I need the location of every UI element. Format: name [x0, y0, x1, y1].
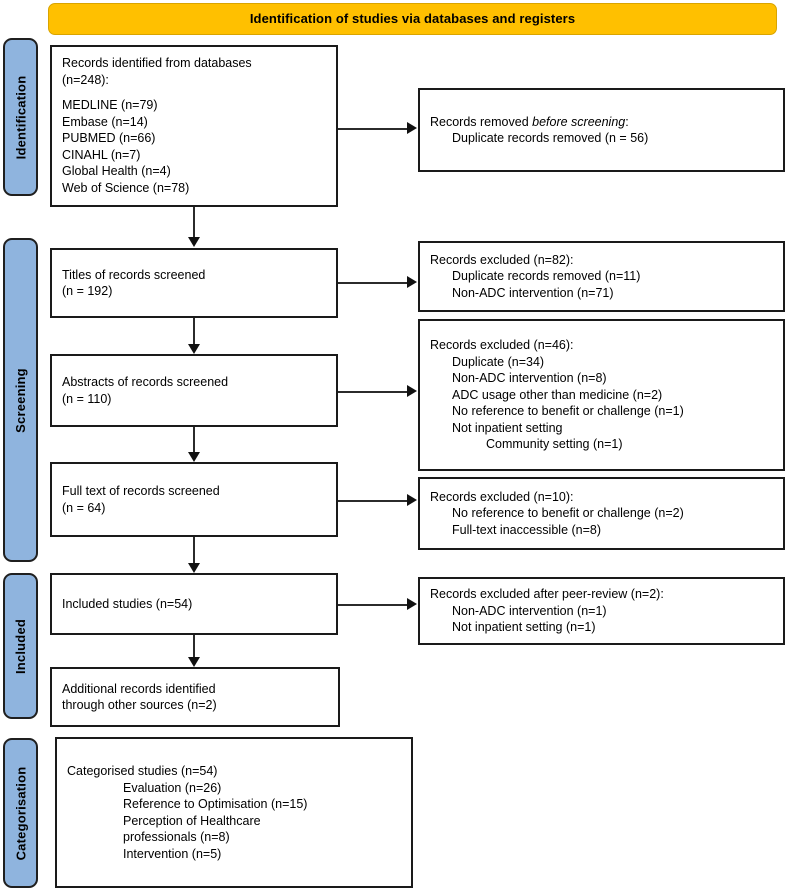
- box-titles-screened: Titles of records screened (n = 192): [50, 248, 338, 318]
- connector-titles-to-excluded: [338, 282, 408, 284]
- abstracts-excluded-item-non-adc: Non-ADC intervention (n=8): [452, 371, 607, 386]
- stage-label-included-text: Included: [13, 618, 28, 674]
- box-categorised-studies: Categorised studies (n=54) Evaluation (n…: [55, 737, 413, 888]
- arrowhead-titles-to-abstracts: [188, 344, 200, 354]
- abstracts-excluded-item-no-reference: No reference to benefit or challenge (n=…: [452, 404, 684, 419]
- records-identified-source-pubmed: PUBMED (n=66): [62, 131, 156, 145]
- box-fulltext-excluded: Records excluded (n=10): No reference to…: [418, 477, 785, 550]
- removed-before-screening-heading-plain: Records removed: [430, 114, 533, 129]
- fulltext-excluded-item-inaccessible: Full-text inaccessible (n=8): [452, 522, 602, 537]
- box-peer-review-excluded: Records excluded after peer-review (n=2)…: [418, 577, 785, 645]
- categorised-studies-item-intervention: Intervention (n=5): [123, 846, 222, 861]
- arrowhead-titles-to-excluded: [407, 276, 417, 288]
- additional-records-line1: Additional records identified: [62, 681, 216, 696]
- diagram-header-title: Identification of studies via databases …: [249, 10, 576, 26]
- titles-screened-line2: (n = 192): [62, 284, 113, 298]
- titles-screened-line1: Titles of records screened: [62, 267, 206, 282]
- arrowhead-included-to-additional: [188, 657, 200, 667]
- box-additional-records: Additional records identified through ot…: [50, 667, 340, 727]
- included-studies-line1: Included studies (n=54): [62, 596, 193, 611]
- categorised-studies-item-perception: Perception of Healthcare: [123, 813, 261, 828]
- records-identified-spacer: [62, 88, 326, 97]
- stage-label-categorisation: Categorisation: [3, 738, 38, 888]
- records-identified-title-line2: (n=248):: [62, 72, 109, 87]
- arrowhead-fulltext-to-excluded: [407, 494, 417, 506]
- peer-review-excluded-heading: Records excluded after peer-review (n=2)…: [430, 587, 664, 602]
- abstracts-excluded-heading: Records excluded (n=46):: [430, 338, 574, 353]
- arrowhead-included-to-peer-review: [407, 598, 417, 610]
- stage-label-included: Included: [3, 573, 38, 719]
- categorised-studies-item-professionals: professionals (n=8): [123, 830, 230, 844]
- records-identified-source-medline: MEDLINE (n=79): [62, 98, 158, 112]
- connector-identified-to-titles: [193, 207, 195, 239]
- box-abstracts-excluded: Records excluded (n=46): Duplicate (n=34…: [418, 319, 785, 471]
- categorised-studies-item-evaluation: Evaluation (n=26): [123, 780, 222, 795]
- peer-review-excluded-item-not-inpatient: Not inpatient setting (n=1): [452, 620, 596, 635]
- connector-titles-to-abstracts: [193, 318, 195, 346]
- stage-label-identification-text: Identification: [13, 75, 29, 159]
- additional-records-line2: through other sources (n=2): [62, 698, 217, 712]
- stage-label-categorisation-text: Categorisation: [13, 766, 29, 860]
- records-identified-source-cinahl: CINAHL (n=7): [62, 147, 141, 162]
- box-included-studies: Included studies (n=54): [50, 573, 338, 635]
- abstracts-screened-line2: (n = 110): [62, 391, 112, 406]
- stage-label-identification: Identification: [3, 38, 38, 196]
- categorised-studies-item-optimisation: Reference to Optimisation (n=15): [123, 797, 308, 811]
- abstracts-excluded-subitem-community: Community setting (n=1): [486, 437, 623, 452]
- abstracts-excluded-item-not-inpatient: Not inpatient setting: [452, 420, 563, 435]
- records-identified-source-global-health: Global Health (n=4): [62, 164, 171, 178]
- fulltext-excluded-heading: Records excluded (n=10):: [430, 489, 574, 504]
- connector-fulltext-to-included: [193, 537, 195, 565]
- arrowhead-fulltext-to-included: [188, 563, 200, 573]
- fulltext-excluded-item-no-reference: No reference to benefit or challenge (n=…: [452, 506, 684, 521]
- connector-identified-to-removed: [338, 128, 408, 130]
- records-identified-title-line1: Records identified from databases: [62, 56, 252, 70]
- titles-excluded-heading: Records excluded (n=82):: [430, 252, 574, 267]
- arrowhead-abstracts-to-excluded: [407, 385, 417, 397]
- abstracts-excluded-item-adc-usage: ADC usage other than medicine (n=2): [452, 387, 663, 402]
- records-identified-source-embase: Embase (n=14): [62, 114, 148, 129]
- connector-abstracts-to-excluded: [338, 391, 408, 393]
- connector-fulltext-to-excluded: [338, 500, 408, 502]
- stage-label-screening: Screening: [3, 238, 38, 562]
- records-identified-source-web-of-science: Web of Science (n=78): [62, 180, 190, 195]
- connector-included-to-additional: [193, 635, 195, 659]
- stage-label-screening-text: Screening: [13, 367, 28, 433]
- arrowhead-abstracts-to-fulltext: [188, 452, 200, 462]
- removed-before-screening-heading: Records removed before screening:: [430, 114, 773, 131]
- arrowhead-identified-to-removed: [407, 122, 417, 134]
- box-records-identified: Records identified from databases (n=248…: [50, 45, 338, 207]
- titles-excluded-item-duplicates: Duplicate records removed (n=11): [452, 269, 641, 284]
- removed-before-screening-heading-italic: before screening: [532, 114, 626, 129]
- fulltext-screened-line2: (n = 64): [62, 500, 106, 515]
- connector-abstracts-to-fulltext: [193, 427, 195, 454]
- diagram-header-banner: Identification of studies via databases …: [48, 3, 777, 35]
- categorised-studies-heading: Categorised studies (n=54): [67, 764, 218, 778]
- box-titles-excluded: Records excluded (n=82): Duplicate recor…: [418, 241, 785, 312]
- box-abstracts-screened: Abstracts of records screened (n = 110): [50, 354, 338, 427]
- box-removed-before-screening: Records removed before screening: Duplic…: [418, 88, 785, 172]
- removed-before-screening-heading-suffix: :: [625, 114, 629, 129]
- box-fulltext-screened: Full text of records screened (n = 64): [50, 462, 338, 537]
- connector-included-to-peer-review: [338, 604, 408, 606]
- peer-review-excluded-item-non-adc: Non-ADC intervention (n=1): [452, 603, 607, 618]
- titles-excluded-item-non-adc: Non-ADC intervention (n=71): [452, 285, 614, 300]
- removed-before-screening-item-duplicates: Duplicate records removed (n = 56): [452, 131, 649, 145]
- abstracts-excluded-item-duplicate: Duplicate (n=34): [452, 354, 545, 369]
- arrowhead-identified-to-titles: [188, 237, 200, 247]
- fulltext-screened-line1: Full text of records screened: [62, 484, 220, 498]
- abstracts-screened-line1: Abstracts of records screened: [62, 375, 229, 389]
